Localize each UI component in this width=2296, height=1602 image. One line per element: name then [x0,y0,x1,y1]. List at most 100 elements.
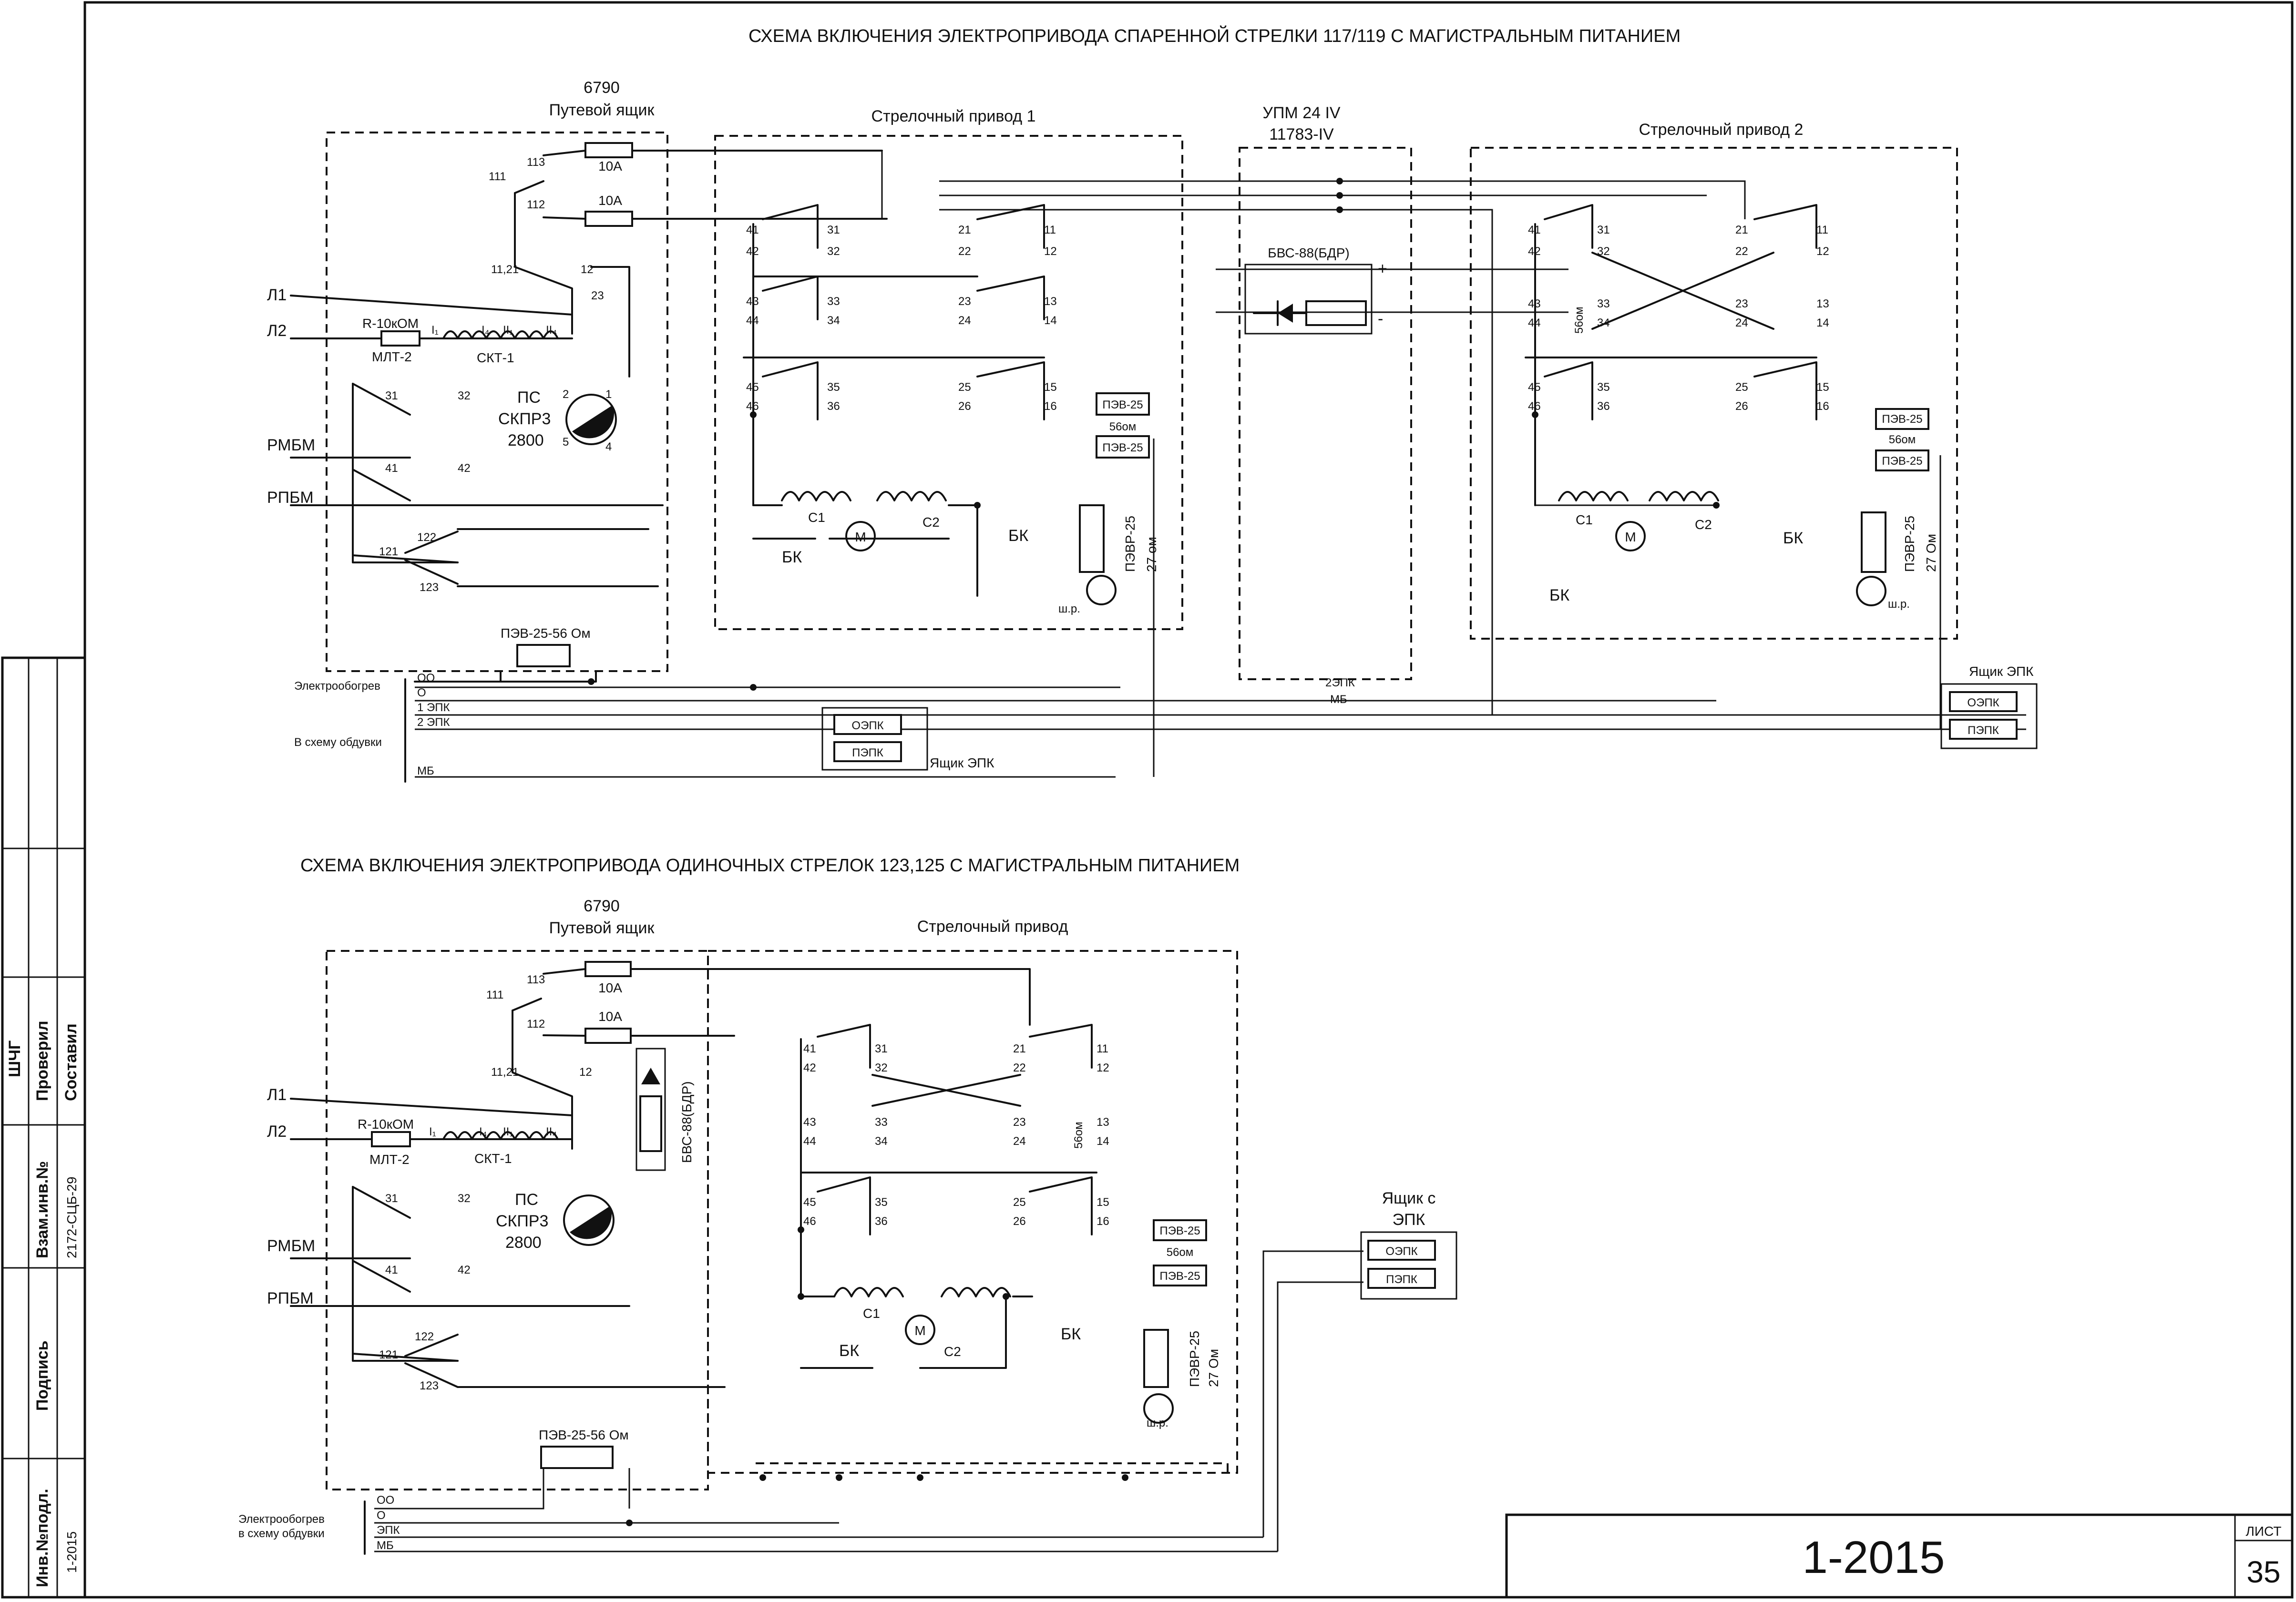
svg-text:2: 2 [563,388,569,401]
svg-text:42: 42 [803,1061,816,1074]
i1-label: I₁ [431,324,439,337]
epk-box-1-label: Ящик ЭПК [930,755,994,770]
svg-text:25: 25 [1013,1196,1026,1209]
svg-text:21: 21 [1013,1042,1026,1055]
svg-text:22: 22 [958,245,971,258]
bus-1epk: 1 ЭПК [417,701,450,714]
upm-code: 11783-IV [1269,125,1334,143]
pevr-1-label: ПЭВР-25 [1123,516,1138,572]
i1-b: I₁ [429,1125,436,1138]
skpr-b-label: СКПР3 [496,1212,548,1230]
drive-1-box [714,135,1183,630]
drive-2-label: Стрелочный привод 2 [1639,121,1804,139]
l1-b-label: Л1 [267,1086,287,1104]
track-box-2-name: Путевой ящик [549,919,655,937]
bvs-minus: - [1378,310,1383,328]
oepk-1: ОЭПК [851,719,883,732]
skt-coil [442,330,559,339]
c2-1-label: С2 [922,515,940,530]
resistor-label: R-10кОМ [362,316,419,331]
svg-text:5: 5 [563,436,569,449]
bvs-label: БВС-88(БДР) [1268,245,1349,260]
resistor-r10 [380,330,420,347]
motor-b-icon [905,1315,935,1345]
svg-text:34: 34 [827,314,840,327]
svg-text:123: 123 [420,1379,439,1392]
skt-b-label: СКТ-1 [474,1151,512,1166]
pepk-1: ПЭПК [852,746,883,759]
bvs-b-diode-icon [641,1068,660,1084]
ps-b-label: ПС [515,1191,538,1209]
shr-b-label: ш.р. [1147,1417,1168,1429]
drive-2-box [1470,147,1958,640]
bus-b-o: О [377,1509,386,1522]
svg-text:35: 35 [875,1196,888,1209]
svg-text:24: 24 [1013,1135,1026,1148]
ps-relay [565,394,617,445]
bk-2a-label: БК [1549,586,1569,604]
pev-ba: ПЭВ-25 [1159,1224,1200,1237]
svg-text:35: 35 [827,381,840,394]
upm-box [1239,147,1412,680]
epk-box-b-label-1: Ящик с [1382,1189,1436,1207]
svg-text:33: 33 [827,295,840,308]
bvs-b-label: БВС-88(БДР) [679,1082,694,1163]
motor-b-coils [833,1287,1011,1297]
bk-1a-label: БК [782,548,802,566]
shr-b-icon [1143,1393,1174,1424]
ps-number: 2800 [508,431,544,449]
upm-label: УПМ 24 IV [1262,104,1341,122]
svg-text:15: 15 [1816,381,1829,394]
svg-text:12: 12 [1097,1061,1109,1074]
svg-text:44: 44 [803,1135,816,1148]
bus-b-epk: ЭПК [377,1524,400,1537]
doc-number: 1-2015 [1803,1532,1945,1583]
svg-text:12: 12 [1816,245,1829,258]
fuse-b2-label: 10А [598,1009,622,1024]
c1-b-label: С1 [863,1306,880,1321]
track-box-name: Путевой ящик [549,101,655,119]
shr-1-label: ш.р. [1058,602,1080,615]
svg-text:31: 31 [827,224,840,236]
svg-text:14: 14 [1097,1135,1109,1148]
motor-1-coils [781,491,947,501]
svg-text:112: 112 [527,1018,545,1031]
svg-text:36: 36 [875,1215,888,1228]
svg-text:11: 11 [1816,224,1828,236]
pev-1a: ПЭВ-25 [1102,398,1143,411]
svg-text:23: 23 [591,289,604,302]
bus-mb-b: МБ [1330,693,1347,706]
c2-2-label: С2 [1695,517,1712,532]
bottom-scheme: СХЕМА ВКЛЮЧЕНИЯ ЭЛЕКТРОПРИВОДА ОДИНОЧНЫХ… [238,856,1457,1555]
svg-text:31: 31 [385,389,398,402]
mlt-b-label: МЛТ-2 [369,1152,410,1167]
bk-2b-label: БК [1783,529,1803,547]
oepk-2: ОЭПК [1967,696,1999,709]
l2-label: Л2 [267,322,287,340]
resistor-b-label: R-10кОМ [358,1117,414,1132]
motor-2-label: М [1625,530,1636,544]
heat-resistor-b [540,1446,614,1469]
svg-text:23: 23 [1735,297,1748,310]
bus-2epk-b: 2ЭПК [1325,676,1355,689]
c2-b-label: С2 [944,1344,961,1359]
svg-text:111: 111 [486,989,503,1001]
svg-text:32: 32 [458,389,471,402]
heating-b-label-1: Электрообогрев [238,1513,325,1526]
mlt-label: МЛТ-2 [372,349,412,364]
svg-text:12: 12 [579,1066,592,1079]
svg-text:13: 13 [1097,1116,1109,1129]
svg-text:24: 24 [958,314,971,327]
rmbm-label: РМБМ [267,436,315,454]
heat-resistor-label: ПЭВ-25-56 Ом [501,626,591,641]
pevr-2 [1861,511,1886,573]
fuse-113-label: 10А [598,159,622,173]
svg-text:122: 122 [415,1330,434,1343]
svg-text:14: 14 [1044,314,1057,327]
svg-text:22: 22 [1013,1061,1026,1074]
stamp-sign-label: Подпись [33,1340,51,1411]
ps-b-number: 2800 [505,1234,542,1252]
pepk-b: ПЭПК [1386,1273,1417,1286]
